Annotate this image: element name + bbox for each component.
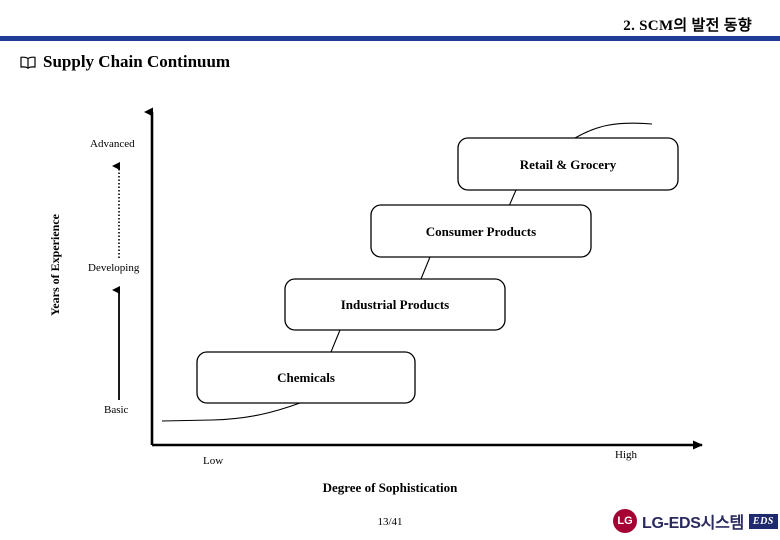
page-title: Supply Chain Continuum <box>43 52 231 71</box>
box-retail-grocery[interactable] <box>457 137 679 191</box>
box-label-chemicals: Chemicals <box>277 370 335 385</box>
header-title: 2. SCM의 발전 동향 <box>623 18 752 34</box>
box-label-industrial-products: Industrial Products <box>340 297 450 312</box>
lg-eds-logo: LG-EDS시스템 EDS <box>613 508 778 534</box>
box-label-consumer-products: Consumer Products <box>425 224 537 239</box>
x-axis-title: Degree of Sophistication <box>322 480 458 495</box>
box-label-retail-grocery: Retail & Grocery <box>519 157 617 172</box>
open-book-icon <box>20 56 36 69</box>
x-tick-high: High <box>615 449 637 461</box>
eds-badge: EDS <box>748 513 778 529</box>
x-tick-low: Low <box>203 455 224 467</box>
slide-title-row: Supply Chain Continuum <box>20 52 230 72</box>
y-tick-advanced: Advanced <box>90 138 135 150</box>
y-tick-developing: Developing <box>88 262 140 274</box>
lg-circle-logo-icon <box>613 509 637 533</box>
page-number: 13/41 <box>377 516 403 528</box>
continuum-curve-upper <box>574 122 653 139</box>
continuum-curve-lower <box>161 402 301 422</box>
box-industrial-products[interactable] <box>284 278 506 331</box>
y-tick-basic: Basic <box>104 404 129 416</box>
box-chemicals[interactable] <box>196 351 416 404</box>
y-axis-title: Years of Experience <box>48 214 62 316</box>
header-rule <box>0 36 780 41</box>
logo-text: LG-EDS시스템 <box>642 515 744 532</box>
box-consumer-products[interactable] <box>370 204 592 258</box>
